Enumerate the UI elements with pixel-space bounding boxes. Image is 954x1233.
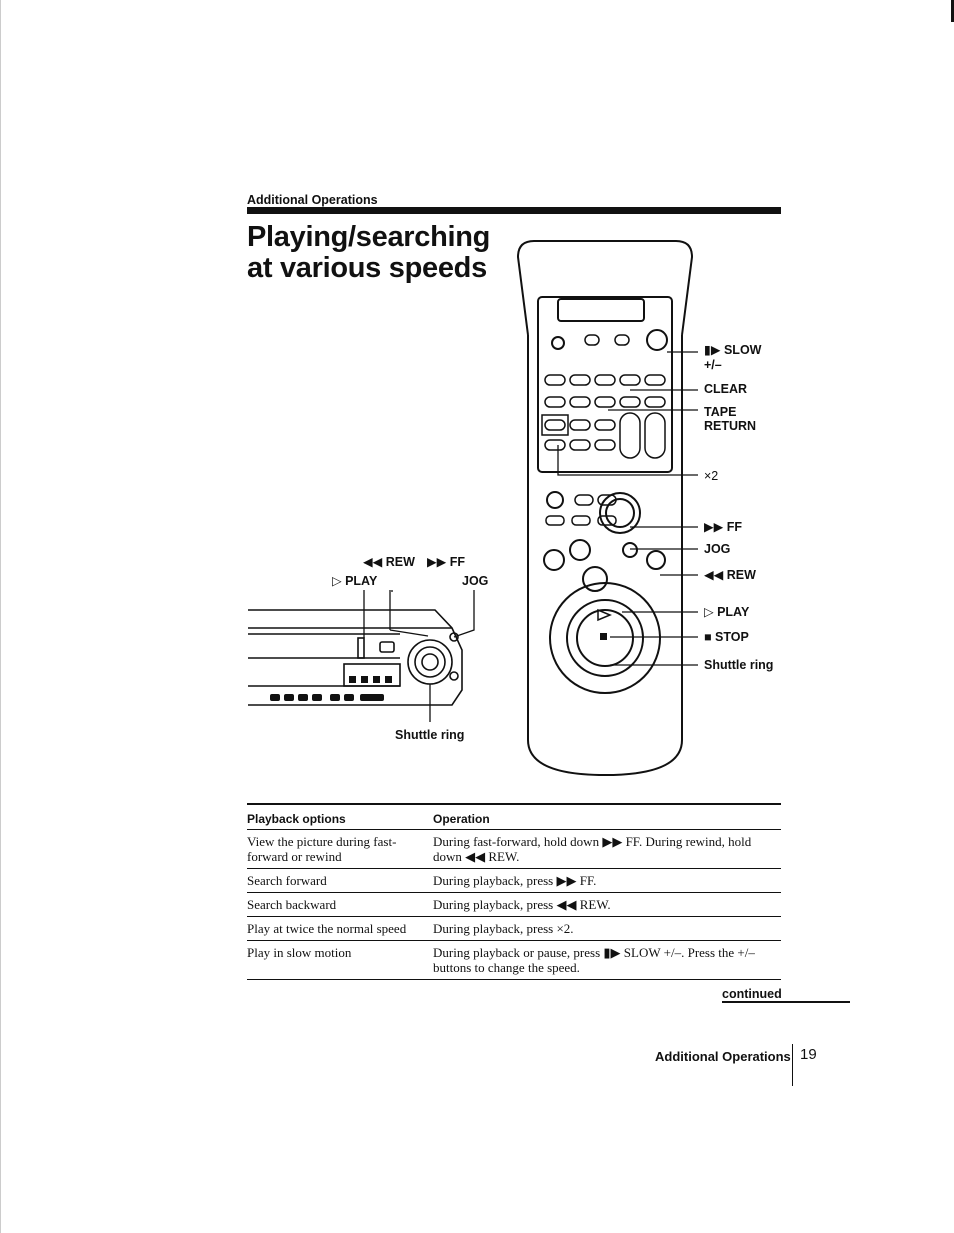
remote-label-play: ▷ PLAY — [704, 605, 750, 619]
remote-label-stop: ■ STOP — [704, 630, 749, 644]
header-playback-options: Playback options — [247, 803, 433, 830]
footer-divider — [792, 1044, 793, 1086]
page-title: Playing/searching at various speeds — [247, 222, 490, 284]
scan-edge — [0, 0, 1, 1233]
cell-operation: During playback, press ×2. — [433, 916, 781, 941]
cell-operation: During playback, press ▶▶ FF. — [433, 868, 781, 893]
section-header: Additional Operations — [247, 193, 378, 207]
remote-label-plusminus: +/– — [704, 358, 722, 372]
remote-control-illustration — [516, 240, 698, 777]
remote-label-slow: ▮▶ SLOW — [704, 343, 762, 357]
table-header-row: Playback options Operation — [247, 803, 781, 830]
table-row: Search backward During playback, press ◀… — [247, 892, 781, 917]
remote-label-ff: ▶▶ FF — [704, 520, 742, 534]
cell-option: Play at twice the normal speed — [247, 916, 433, 941]
playback-options-table: Playback options Operation View the pict… — [247, 803, 781, 980]
remote-label-return: RETURN — [704, 419, 757, 433]
cell-option: View the picture during fast-forward or … — [247, 829, 433, 869]
continued-label: continued — [722, 987, 782, 1001]
cell-option: Play in slow motion — [247, 940, 433, 980]
header-operation: Operation — [433, 803, 781, 830]
vcr-unit-illustration — [248, 590, 475, 722]
vcr-label-rew: ◀◀ REW — [363, 555, 415, 569]
cell-operation: During fast-forward, hold down ▶▶ FF. Du… — [433, 829, 781, 869]
vcr-label-ff: ▶▶ FF — [427, 555, 465, 569]
remote-label-rew: ◀◀ REW — [704, 568, 756, 582]
cell-operation: During playback, press ◀◀ REW. — [433, 892, 781, 917]
cell-option: Search backward — [247, 892, 433, 917]
table-row: Play in slow motion During playback or p… — [247, 940, 781, 980]
remote-label-tape: TAPE — [704, 405, 737, 419]
remote-label-jog: JOG — [704, 542, 731, 556]
continued-rule — [722, 1001, 850, 1003]
header-rule — [247, 207, 781, 214]
page-number: 19 — [800, 1046, 817, 1063]
table-row: View the picture during fast-forward or … — [247, 829, 781, 869]
title-line-2: at various speeds — [247, 252, 487, 284]
table-row: Play at twice the normal speed During pl… — [247, 916, 781, 941]
vcr-label-play: ▷ PLAY — [332, 574, 378, 588]
cell-operation: During playback or pause, press ▮▶ SLOW … — [433, 940, 781, 980]
vcr-label-shuttle: Shuttle ring — [395, 728, 465, 742]
cell-option: Search forward — [247, 868, 433, 893]
title-line-1: Playing/searching — [247, 221, 491, 253]
vcr-label-jog: JOG — [462, 574, 489, 588]
remote-label-x2: ×2 — [704, 469, 719, 483]
remote-label-clear: CLEAR — [704, 382, 748, 396]
table-row: Search forward During playback, press ▶▶… — [247, 868, 781, 893]
remote-label-shuttle: Shuttle ring — [704, 658, 774, 672]
scan-edge-mark — [951, 0, 954, 22]
footer-section: Additional Operations — [655, 1049, 791, 1064]
